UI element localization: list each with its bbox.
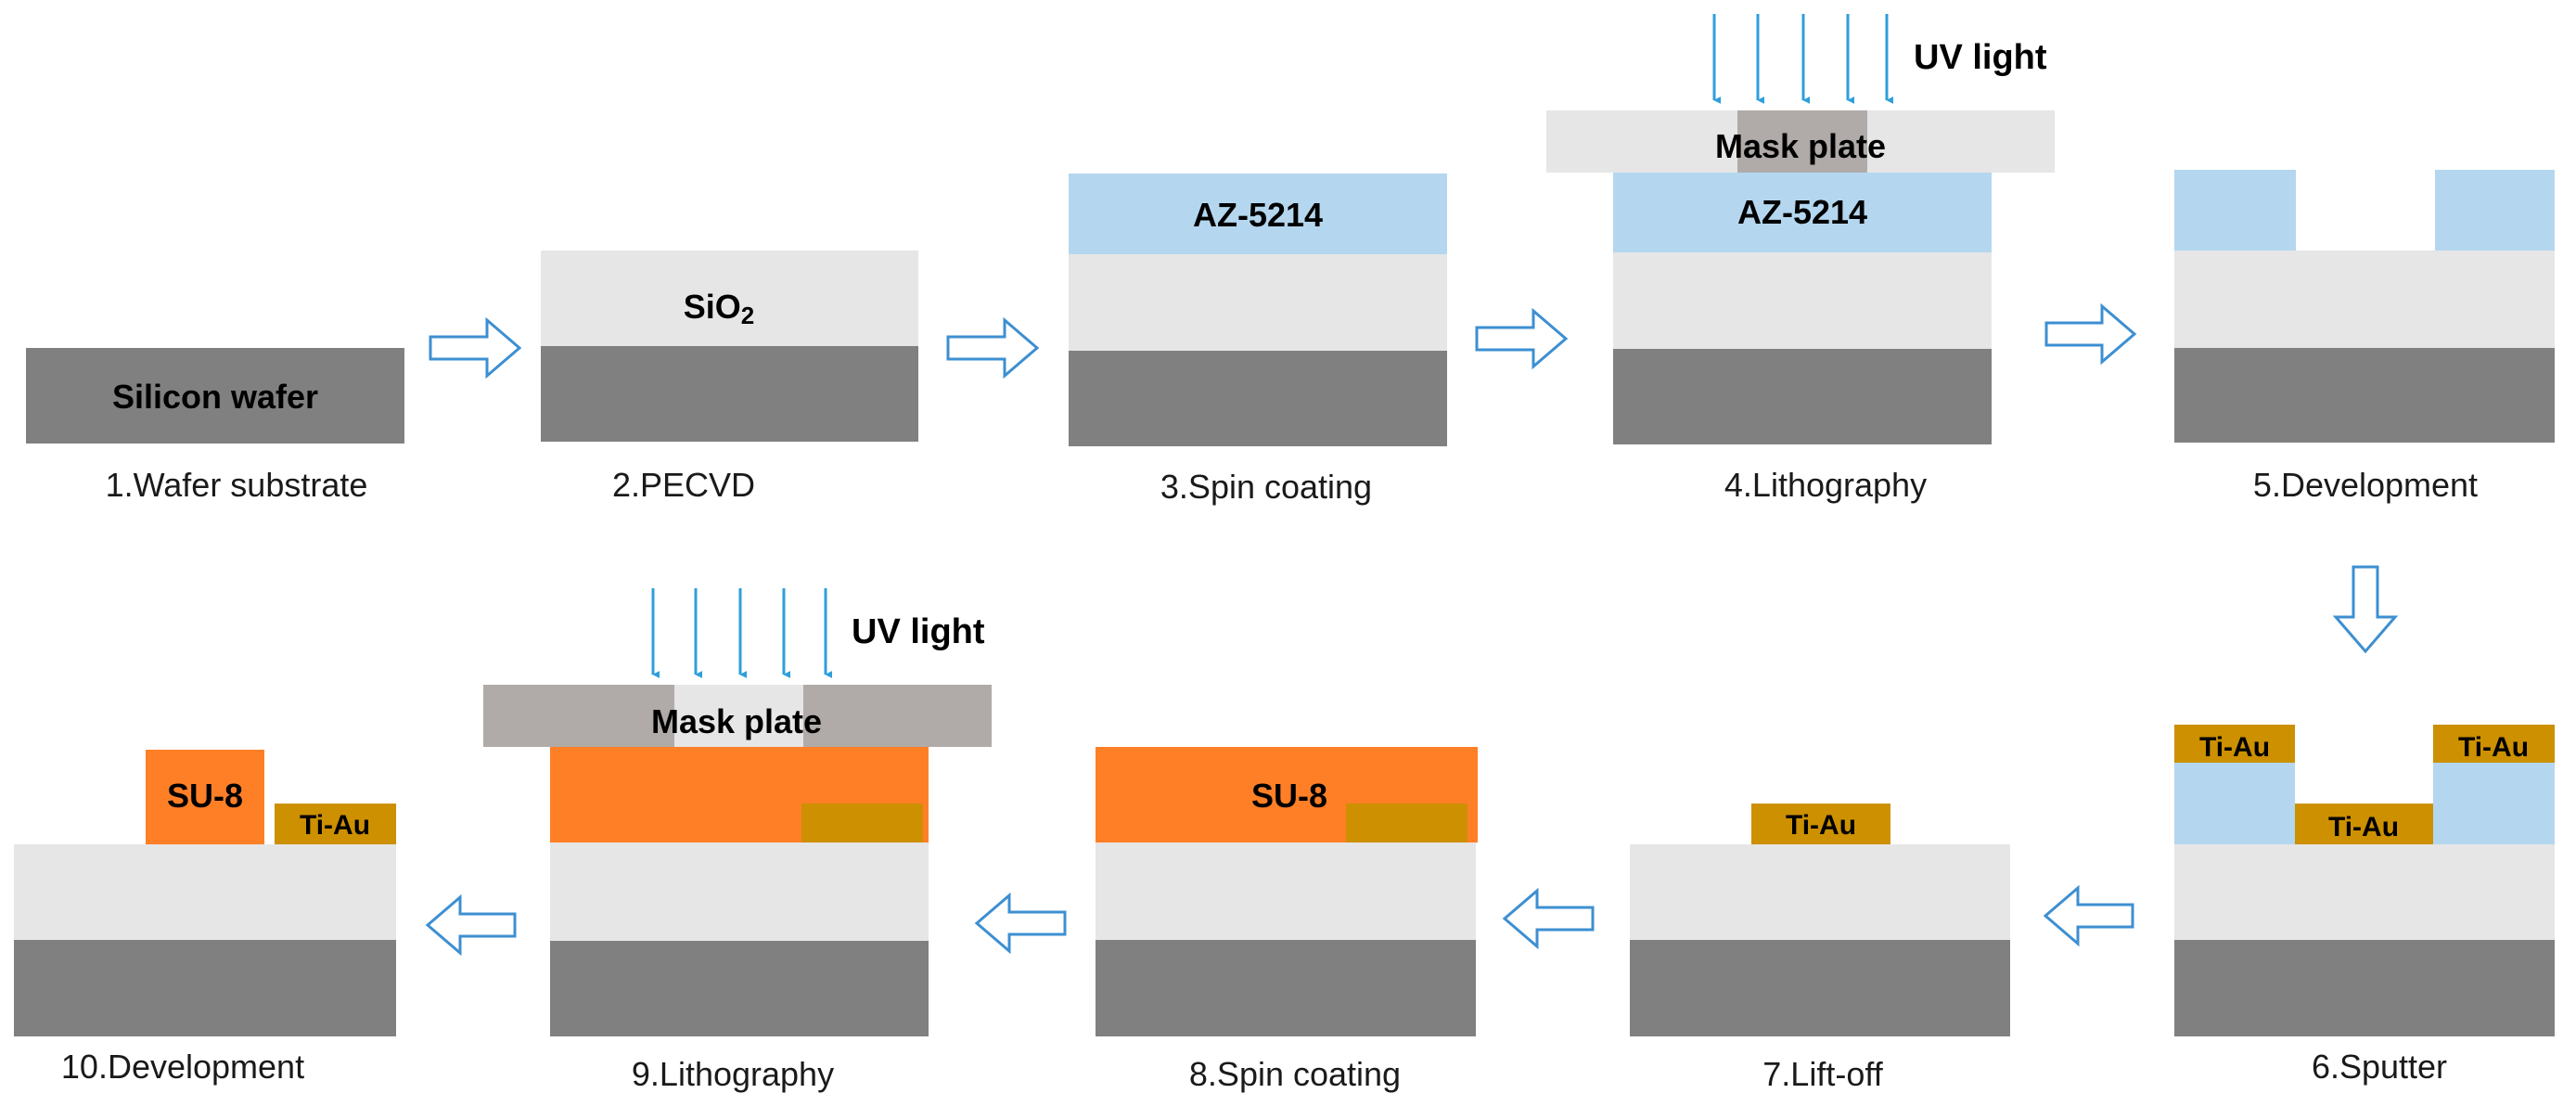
silicon-wafer-label: Silicon wafer (112, 378, 318, 416)
uv-light-arrows (1712, 14, 1894, 104)
uv-light-label: UV light (852, 612, 985, 651)
step-label: 7.Lift-off (1762, 1055, 1883, 1093)
step-5-development: 5.Development (2174, 170, 2555, 504)
step-10-development: SU-8 Ti-Au 10.Development (14, 750, 396, 1086)
flow-arrow-right (2044, 302, 2137, 366)
az5214-label: AZ-5214 (1193, 196, 1323, 234)
ti-au-label: Ti-Au (1786, 810, 1856, 841)
step-8-spin-coating: SU-8 8.Spin coating (1096, 747, 1478, 1093)
uv-light-label: UV light (1914, 38, 2047, 77)
oxide-layer (1630, 844, 2010, 940)
step-label: 8.Spin coating (1189, 1055, 1401, 1093)
step-label: 6.Sputter (2312, 1048, 2447, 1086)
step-label: 10.Development (61, 1048, 304, 1086)
mask-plate-label: Mask plate (651, 702, 822, 740)
flow-arrow-left (974, 892, 1067, 955)
flow-arrow-left (425, 894, 517, 957)
sio2-label: SiO2 (684, 288, 754, 329)
step-7-lift-off: Ti-Au 7.Lift-off (1630, 804, 2010, 1093)
oxide-layer (550, 842, 929, 941)
step-label: 3.Spin coating (1160, 468, 1372, 506)
resist-block-left (2174, 170, 2296, 251)
metal-top-left (2174, 725, 2295, 763)
silicon-layer (14, 940, 396, 1036)
step-label: 2.PECVD (612, 466, 755, 504)
ti-au-label: Ti-Au (2328, 812, 2399, 842)
su8-block (146, 750, 264, 844)
step-6-sputter: Ti-Au Ti-Au Ti-Au 6.Sputter (2174, 725, 2555, 1086)
mask-plate-label: Mask plate (1715, 127, 1886, 165)
step-2-pecvd: SiO2 2.PECVD (541, 251, 918, 504)
oxide-layer (2174, 844, 2555, 940)
silicon-layer (1069, 351, 1447, 446)
flow-arrow-right (1475, 307, 1569, 370)
silicon-layer (1613, 349, 1992, 444)
step-1-wafer-substrate: Silicon wafer 1.Wafer substrate (26, 348, 404, 504)
silicon-layer (541, 346, 918, 442)
step-label: 1.Wafer substrate (106, 466, 368, 504)
oxide-layer (1613, 252, 1992, 349)
metal-pad (1751, 804, 1890, 844)
silicon-layer (1096, 940, 1476, 1036)
silicon-layer (1630, 940, 2010, 1036)
ti-au-label: Ti-Au (2199, 732, 2270, 763)
resist-block-left (2174, 763, 2295, 844)
silicon-layer (2174, 940, 2555, 1036)
flow-arrow-down (2332, 565, 2399, 654)
uv-light-arrows (651, 588, 833, 678)
step-label: 4.Lithography (1724, 466, 1927, 504)
step-label: 5.Development (2253, 466, 2478, 504)
silicon-layer (550, 941, 929, 1036)
metal-pad (275, 804, 396, 844)
flow-arrow-right (946, 316, 1040, 379)
su8-label: SU-8 (167, 777, 243, 815)
ti-au-label: Ti-Au (300, 810, 370, 841)
mask-dark-region (1737, 110, 1867, 173)
step-9-lithography: UV light Mask plate 9.Lithography (483, 588, 992, 1093)
oxide-layer (1069, 254, 1447, 351)
silicon-layer (2174, 348, 2555, 443)
oxide-layer (2174, 251, 2555, 348)
silicon-layer (26, 348, 404, 444)
oxide-layer (14, 844, 396, 940)
resist-block-right (2435, 170, 2555, 251)
metal-center (2295, 804, 2433, 844)
mask-clear-region (674, 685, 803, 747)
metal-pad (1346, 804, 1467, 842)
resist-block-right (2433, 763, 2555, 844)
ti-au-label: Ti-Au (2458, 732, 2529, 763)
metal-pad (801, 804, 923, 842)
step-4-lithography: UV light Mask plate AZ-5214 4.Lithograph… (1546, 14, 2055, 504)
resist-layer (1069, 174, 1447, 254)
az5214-label: AZ-5214 (1737, 193, 1867, 231)
su8-label: SU-8 (1251, 777, 1327, 815)
flow-arrow-right (429, 316, 522, 379)
resist-layer (1613, 173, 1992, 252)
metal-top-right (2433, 725, 2555, 763)
oxide-layer (541, 251, 918, 346)
oxide-layer (1096, 842, 1476, 940)
flow-arrow-left (2043, 884, 2134, 947)
flow-arrow-left (1502, 887, 1595, 950)
step-3-spin-coating: AZ-5214 3.Spin coating (1069, 174, 1447, 506)
step-label: 9.Lithography (632, 1055, 834, 1093)
